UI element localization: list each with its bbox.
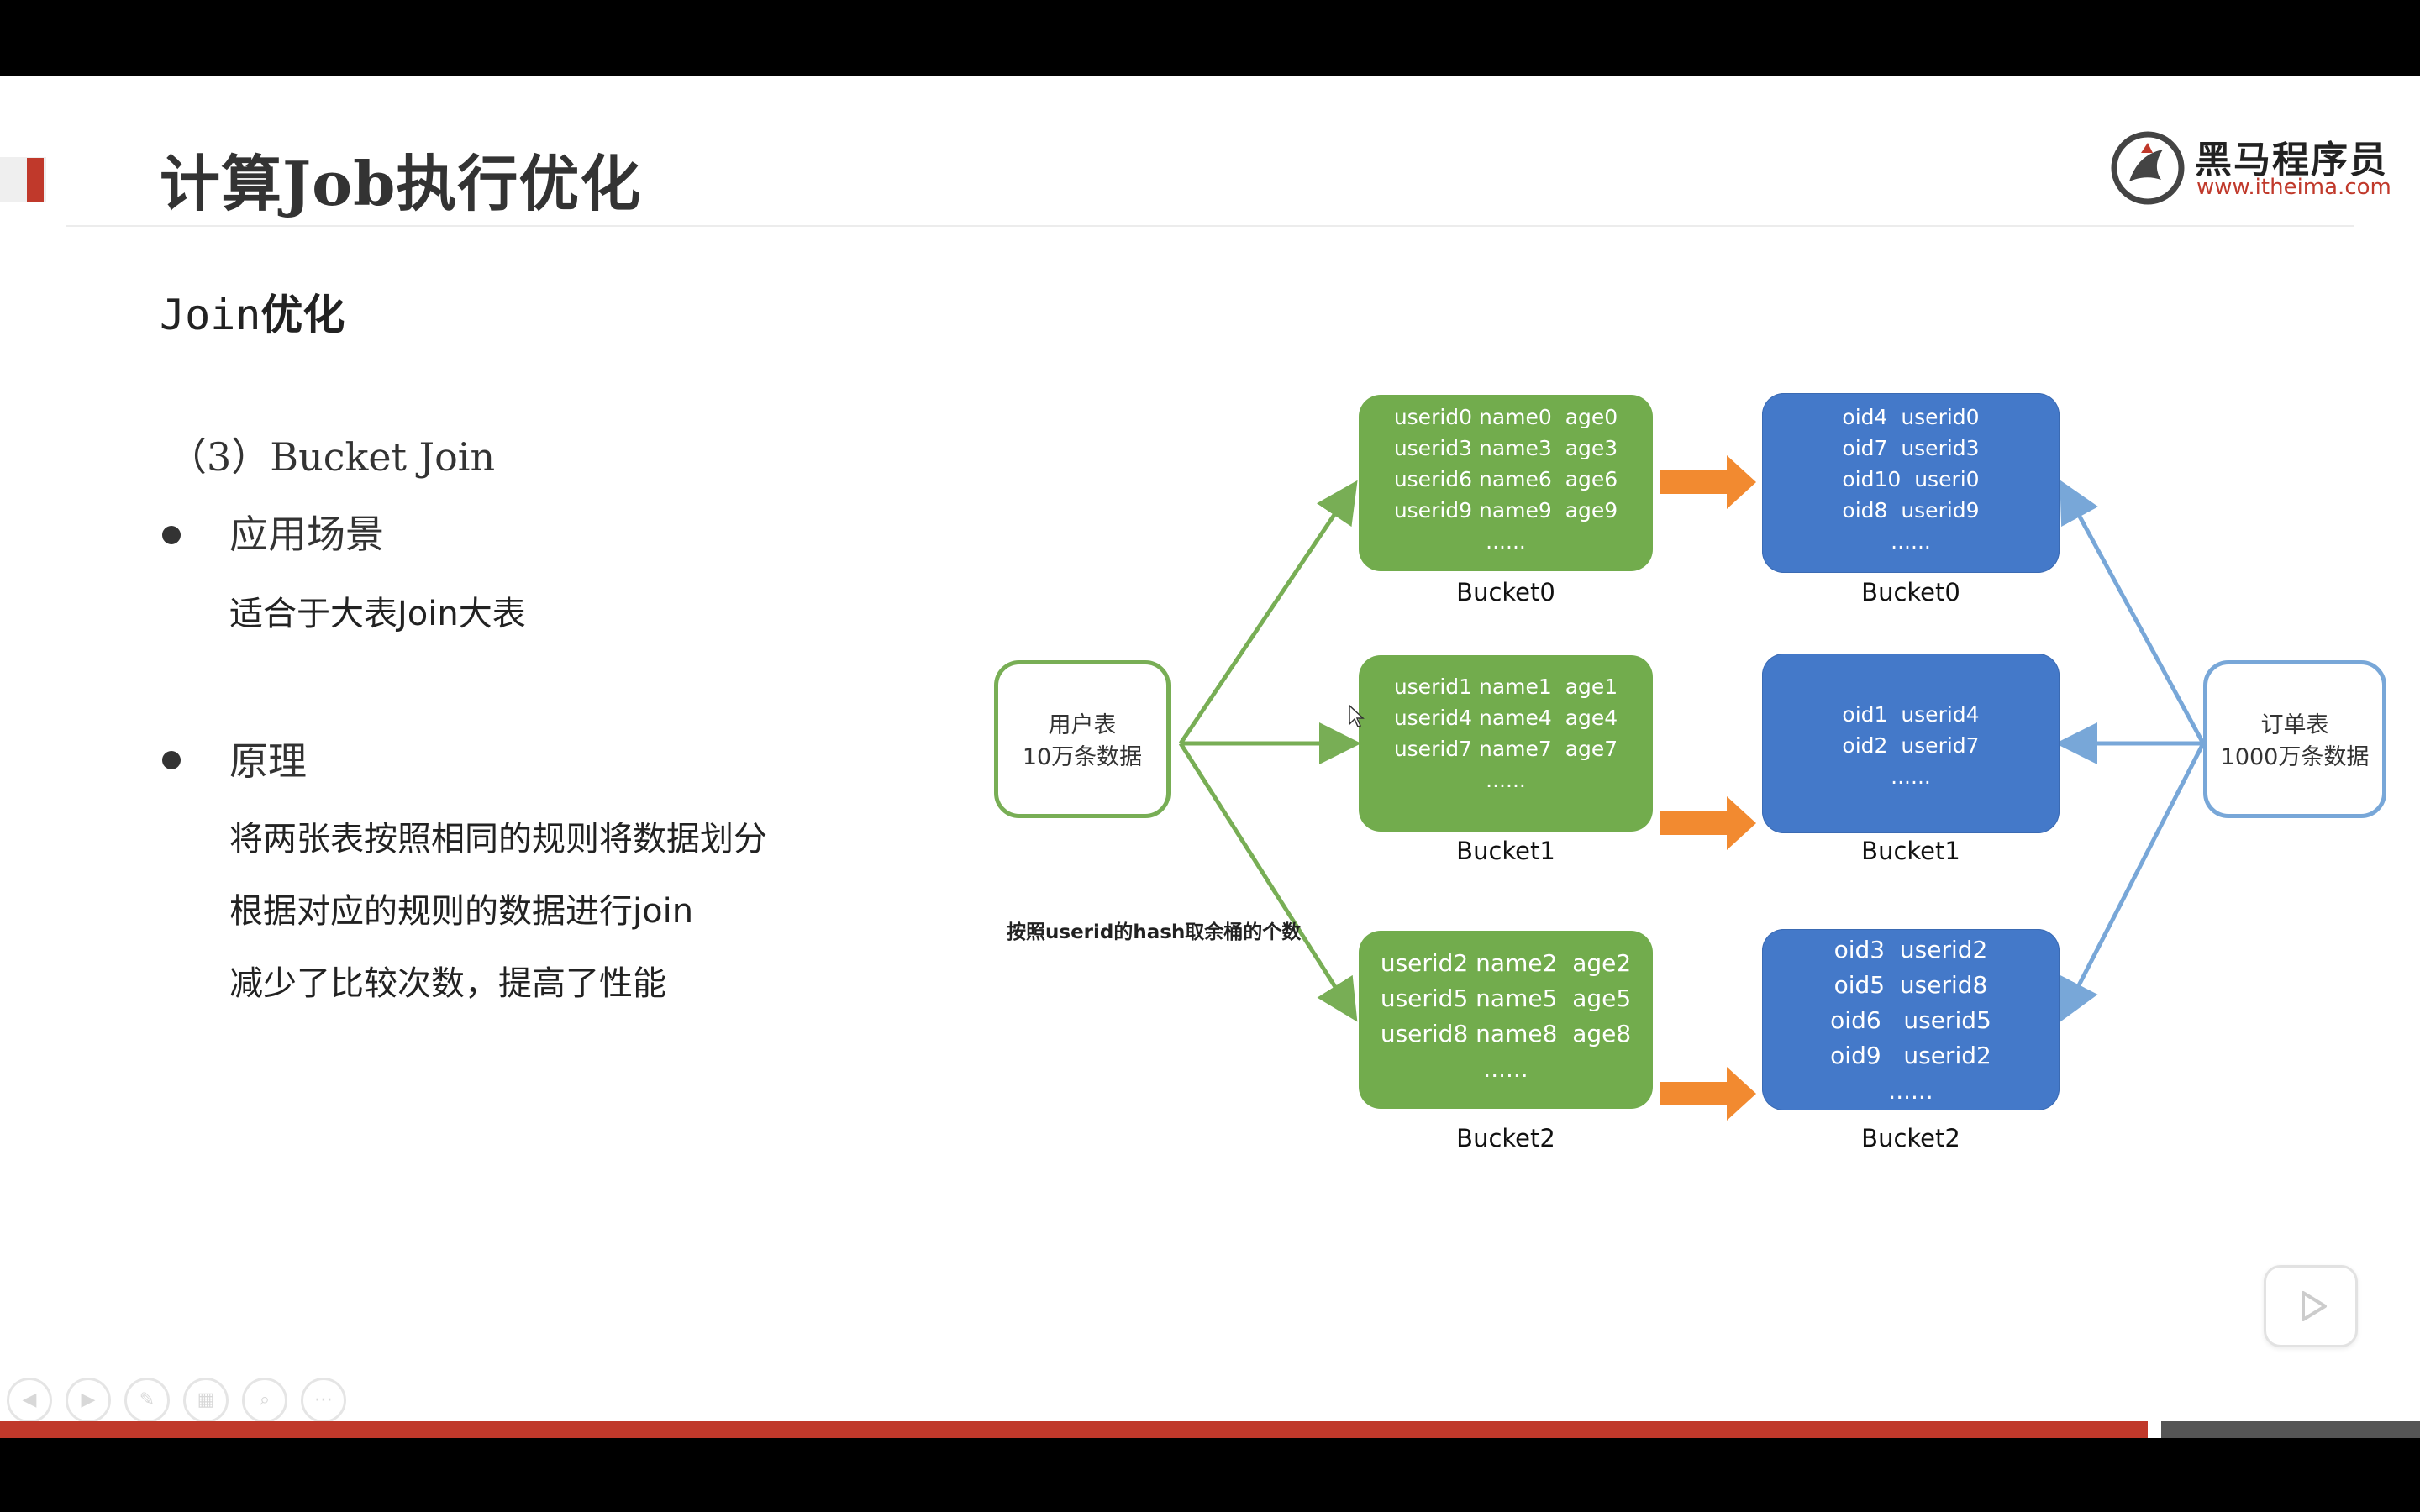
slide-title: 计算Job执行优化: [160, 148, 642, 219]
slide-progress-bar: [0, 1421, 2148, 1438]
bucket-join-diagram: 用户表 10万条数据 订单表 1000万条数据 按照userid的hash取余桶…: [0, 76, 2420, 1438]
bucket-row: userid2 name2 age2: [1380, 949, 1632, 977]
bucket-row: oid10 useri0: [1842, 467, 1980, 491]
order-bucket-1: oid1 userid4 oid2 userid7 ......: [1762, 654, 2060, 833]
more-icon[interactable]: ⋯: [301, 1378, 346, 1423]
slide: 计算Job执行优化 黑马程序员 www.itheima.com Join优化 （…: [0, 76, 2420, 1438]
subtitle-cn: 优化: [260, 291, 345, 339]
title-accent-bar: [27, 158, 44, 202]
bucket-row: oid3 userid2: [1833, 936, 1988, 963]
bucket-row: ......: [1483, 1055, 1528, 1083]
bucket-row: userid1 name1 age1: [1393, 675, 1618, 699]
user-bucket-2: userid2 name2 age2 userid5 name5 age5 us…: [1359, 931, 1653, 1109]
arrow-user-to-bucket0: [1178, 480, 1358, 745]
hash-rule-label: 按照userid的hash取余桶的个数: [1007, 921, 1302, 943]
horse-logo-icon: [2111, 131, 2185, 205]
arrow-order-to-bucket2: [2060, 742, 2206, 1022]
arrow-order-to-bucket0: [2060, 480, 2206, 745]
user-bucket-1: userid1 name1 age1 userid4 name4 age4 us…: [1359, 655, 1653, 832]
bucket-row: ......: [1891, 529, 1931, 554]
join-arrow-bucket0: [1660, 455, 1756, 509]
bucket-row: ......: [1486, 529, 1526, 554]
principle-text-3: 减少了比较次数，提高了性能: [229, 964, 666, 1003]
pen-icon[interactable]: ✎: [124, 1378, 170, 1423]
bucket-row: oid1 userid4: [1842, 702, 1980, 727]
bullet-title-principle: 原理: [229, 738, 307, 784]
logo-url: www.itheima.com: [2196, 175, 2391, 200]
progress-remaining: [2161, 1421, 2420, 1438]
bucket-row: ......: [1891, 764, 1931, 789]
bucket-row: oid5 userid8: [1833, 971, 1988, 999]
user-bucket-0-label: Bucket0: [1456, 578, 1555, 606]
bucket-row: userid8 name8 age8: [1380, 1020, 1632, 1047]
zoom-icon[interactable]: ⌕: [242, 1378, 287, 1423]
bullet-title-scenario: 应用场景: [229, 512, 384, 557]
bucket-row: ......: [1486, 768, 1526, 792]
user-bucket-0: userid0 name0 age0 userid3 name3 age3 us…: [1359, 395, 1653, 571]
prev-icon[interactable]: ◀: [7, 1378, 52, 1423]
bucket-row: oid8 userid9: [1842, 498, 1980, 522]
order-bucket-1-label: Bucket1: [1861, 837, 1960, 865]
bullet-dot: [162, 751, 181, 769]
bucket-row: oid9 userid2: [1830, 1042, 1991, 1069]
progress-gap: [2148, 1421, 2161, 1438]
play-icon: [2302, 1291, 2327, 1321]
join-arrow-bucket1: [1660, 796, 1756, 850]
arrow-user-to-bucket2: [1178, 742, 1358, 1022]
bucket-row: userid0 name0 age0: [1393, 405, 1618, 429]
order-bucket-0: oid4 userid0 oid7 userid3 oid10 useri0 o…: [1762, 393, 2060, 573]
order-table-count: 1000万条数据: [2220, 744, 2370, 770]
title-divider: [66, 225, 2354, 227]
bucket-row: oid7 userid3: [1842, 436, 1980, 460]
bucket-row: userid3 name3 age3: [1393, 436, 1618, 460]
bucket-row: oid6 userid5: [1830, 1006, 1991, 1034]
scenario-text: 适合于大表Join大表: [229, 595, 526, 633]
order-bucket-2-label: Bucket2: [1861, 1124, 1960, 1152]
logo-name: 黑马程序员: [2195, 139, 2388, 181]
bucket-row: ......: [1888, 1077, 1933, 1105]
user-table-title: 用户表: [1048, 712, 1117, 738]
bucket-row: userid9 name9 age9: [1393, 498, 1618, 522]
order-table-node: 订单表 1000万条数据: [2203, 660, 2386, 818]
order-bucket-0-label: Bucket0: [1861, 578, 1960, 606]
user-table-node: 用户表 10万条数据: [994, 660, 1171, 818]
diagram-connectors: [1178, 455, 2206, 1121]
principle-text-2: 根据对应的规则的数据进行join: [229, 892, 694, 931]
bucket-row: oid4 userid0: [1842, 405, 1980, 429]
play-button[interactable]: [2264, 1265, 2358, 1347]
video-bottom-letterbox: [0, 1438, 2420, 1512]
slides-icon[interactable]: ▦: [183, 1378, 229, 1423]
user-bucket-2-label: Bucket2: [1456, 1124, 1555, 1152]
bullet-dot: [162, 526, 181, 544]
bucket-row: userid7 name7 age7: [1393, 737, 1618, 761]
bucket-row: userid6 name6 age6: [1393, 467, 1618, 491]
section-heading: （3）Bucket Join: [168, 434, 496, 480]
bucket-row: userid4 name4 age4: [1393, 706, 1618, 730]
next-icon[interactable]: ▶: [66, 1378, 111, 1423]
principle-text-1: 将两张表按照相同的规则将数据划分: [229, 820, 767, 858]
subtitle-code: Join: [160, 291, 261, 339]
mouse-cursor-icon: [1349, 704, 1365, 727]
slide-subtitle: Join优化: [160, 281, 345, 342]
bucket-row: oid2 userid7: [1842, 733, 1980, 758]
brand-logo: 黑马程序员 www.itheima.com: [2107, 128, 2391, 208]
bucket-row: userid5 name5 age5: [1380, 984, 1632, 1012]
order-table-title: 订单表: [2260, 712, 2329, 738]
video-top-letterbox: [0, 0, 2420, 76]
join-arrow-bucket2: [1660, 1067, 1756, 1121]
user-table-count: 10万条数据: [1022, 744, 1143, 770]
order-bucket-2: oid3 userid2 oid5 userid8 oid6 userid5 o…: [1762, 929, 2060, 1110]
user-bucket-1-label: Bucket1: [1456, 837, 1555, 865]
